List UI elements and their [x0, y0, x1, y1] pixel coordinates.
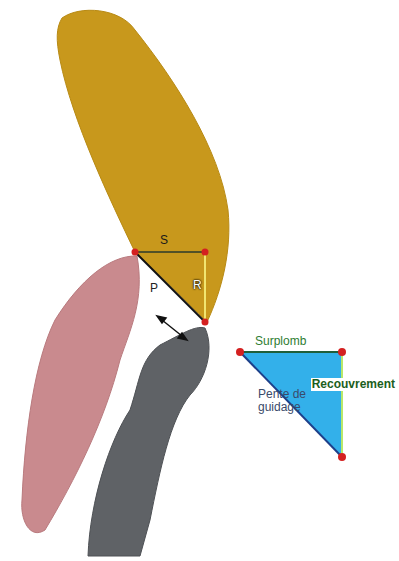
- dimension-letter: R: [193, 279, 202, 292]
- dimension-letter: P: [150, 282, 158, 295]
- upper-incisor: [57, 10, 229, 322]
- overbite-line: [204, 252, 206, 322]
- legend-label: Recouvrement: [311, 378, 396, 391]
- dimension-letter: S: [160, 234, 168, 247]
- guidance-slope-line: [135, 252, 205, 322]
- point: [202, 319, 209, 326]
- double-arrow: [157, 316, 187, 340]
- legend-label: Surplomb: [255, 335, 306, 348]
- point: [338, 348, 346, 356]
- slope-edge: [240, 352, 342, 457]
- overjet-edge: [240, 351, 342, 353]
- point: [338, 453, 346, 461]
- overjet-line: [135, 251, 205, 253]
- legend-triangle: [240, 352, 342, 457]
- point: [236, 348, 244, 356]
- legend-label: Pente de guidage: [258, 388, 333, 414]
- point: [202, 249, 209, 256]
- lower-incisor: [88, 327, 209, 556]
- overbite-edge: [341, 352, 343, 457]
- point: [132, 249, 139, 256]
